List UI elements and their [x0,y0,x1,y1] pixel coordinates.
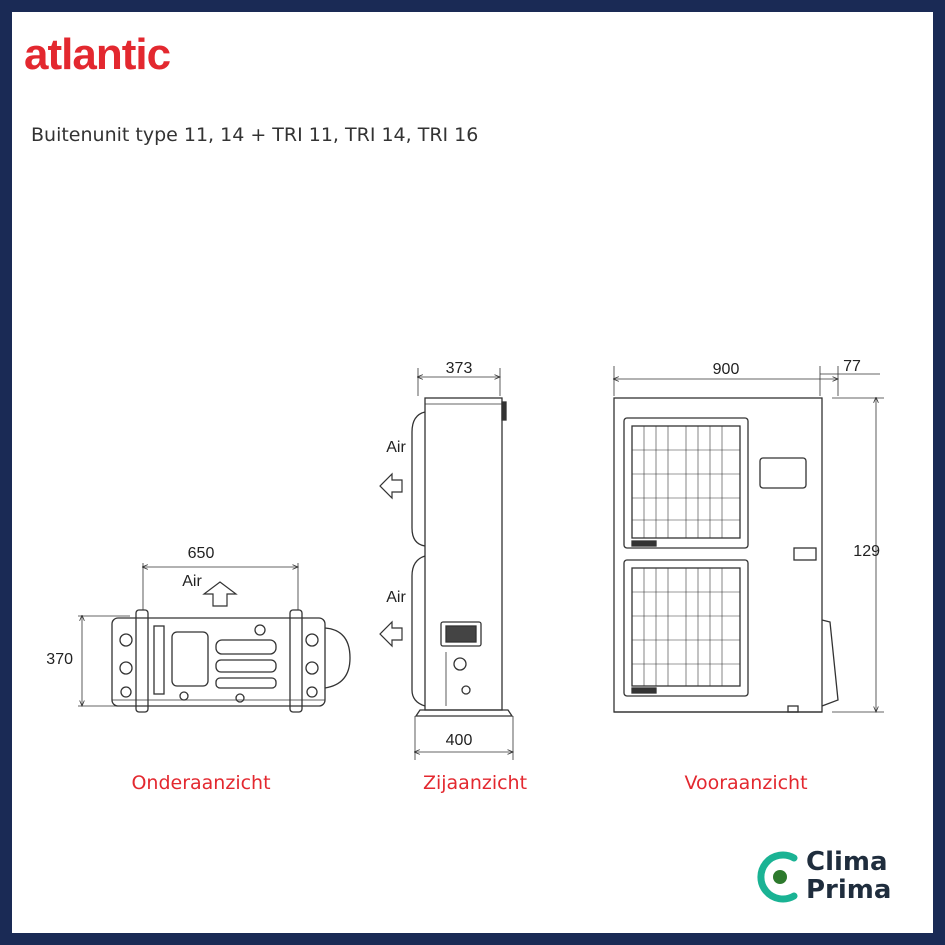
front-view [614,366,884,712]
bottom-view [78,563,351,713]
side-air-lower-label: Air [386,589,406,606]
page-subtitle: Buitenunit type 11, 14 + TRI 11, TRI 14,… [31,124,479,146]
front-width-label: 900 [713,361,740,378]
bottom-depth-label: 370 [46,651,73,668]
side-view [379,368,513,760]
page-frame [12,12,933,933]
side-air-upper-label: Air [386,439,406,456]
caption-bottom-view: Onderaanzicht [131,772,270,794]
atlantic-logo: atlantic [24,30,171,79]
clima-prima-brand: Clima Prima [806,848,891,904]
side-top-depth-label: 373 [446,360,473,377]
bottom-air-label: Air [182,573,202,590]
brand-line-1: Clima [806,847,888,877]
caption-front-view: Vooraanzicht [684,772,807,794]
side-base-depth-label: 400 [446,732,473,749]
front-offset-label: 77 [843,358,861,375]
brand-line-2: Prima [806,875,892,905]
front-height-label: 129 [853,543,880,560]
bottom-width-label: 650 [188,545,215,562]
clima-prima-logo-icon [757,851,798,903]
caption-side-view: Zijaanzicht [423,772,527,794]
